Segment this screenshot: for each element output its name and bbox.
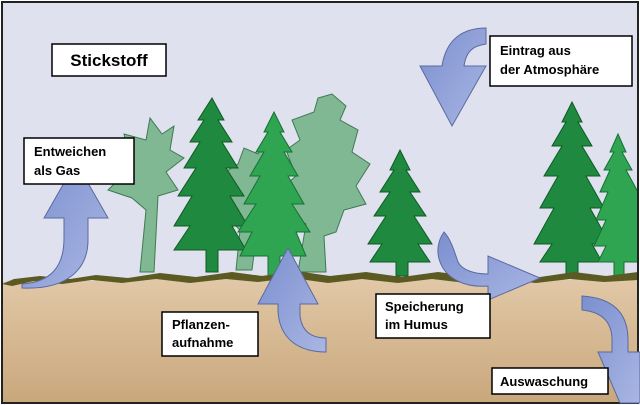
label-pflanzen-line2: aufnahme	[172, 335, 233, 350]
curved-arrow-icon	[437, 231, 542, 301]
label-eintrag-line1: Eintrag aus	[500, 43, 571, 58]
label-pflanzen: Pflanzen- aufnahme	[161, 311, 259, 357]
conifer-tree-icon	[593, 132, 639, 277]
up-arrow-icon	[21, 160, 109, 289]
label-speicherung-line2: im Humus	[385, 317, 448, 332]
label-entweichen-line1: Entweichen	[34, 144, 106, 159]
label-entweichen-line2: als Gas	[34, 163, 80, 178]
label-speicherung-line1: Speicherung	[385, 299, 464, 314]
deciduous-tree-icon	[281, 93, 371, 273]
label-eintrag-line2: der Atmosphäre	[500, 62, 599, 77]
up-arrow-icon	[257, 246, 327, 353]
ground-surface-line	[2, 271, 638, 286]
label-pflanzen-line1: Pflanzen-	[172, 317, 230, 332]
label-entweichen: Entweichen als Gas	[23, 137, 135, 185]
conifer-tree-icon	[173, 97, 249, 273]
label-auswaschung-text: Auswaschung	[500, 374, 588, 389]
conifer-tree-icon	[367, 148, 433, 277]
title-box: Stickstoff	[51, 43, 167, 77]
down-arrow-icon	[419, 27, 487, 128]
label-eintrag: Eintrag aus der Atmosphäre	[489, 35, 633, 87]
curved-arrow-icon	[581, 295, 640, 404]
label-speicherung: Speicherung im Humus	[375, 293, 491, 339]
diagram-title: Stickstoff	[70, 51, 148, 70]
label-auswaschung: Auswaschung	[491, 367, 609, 395]
